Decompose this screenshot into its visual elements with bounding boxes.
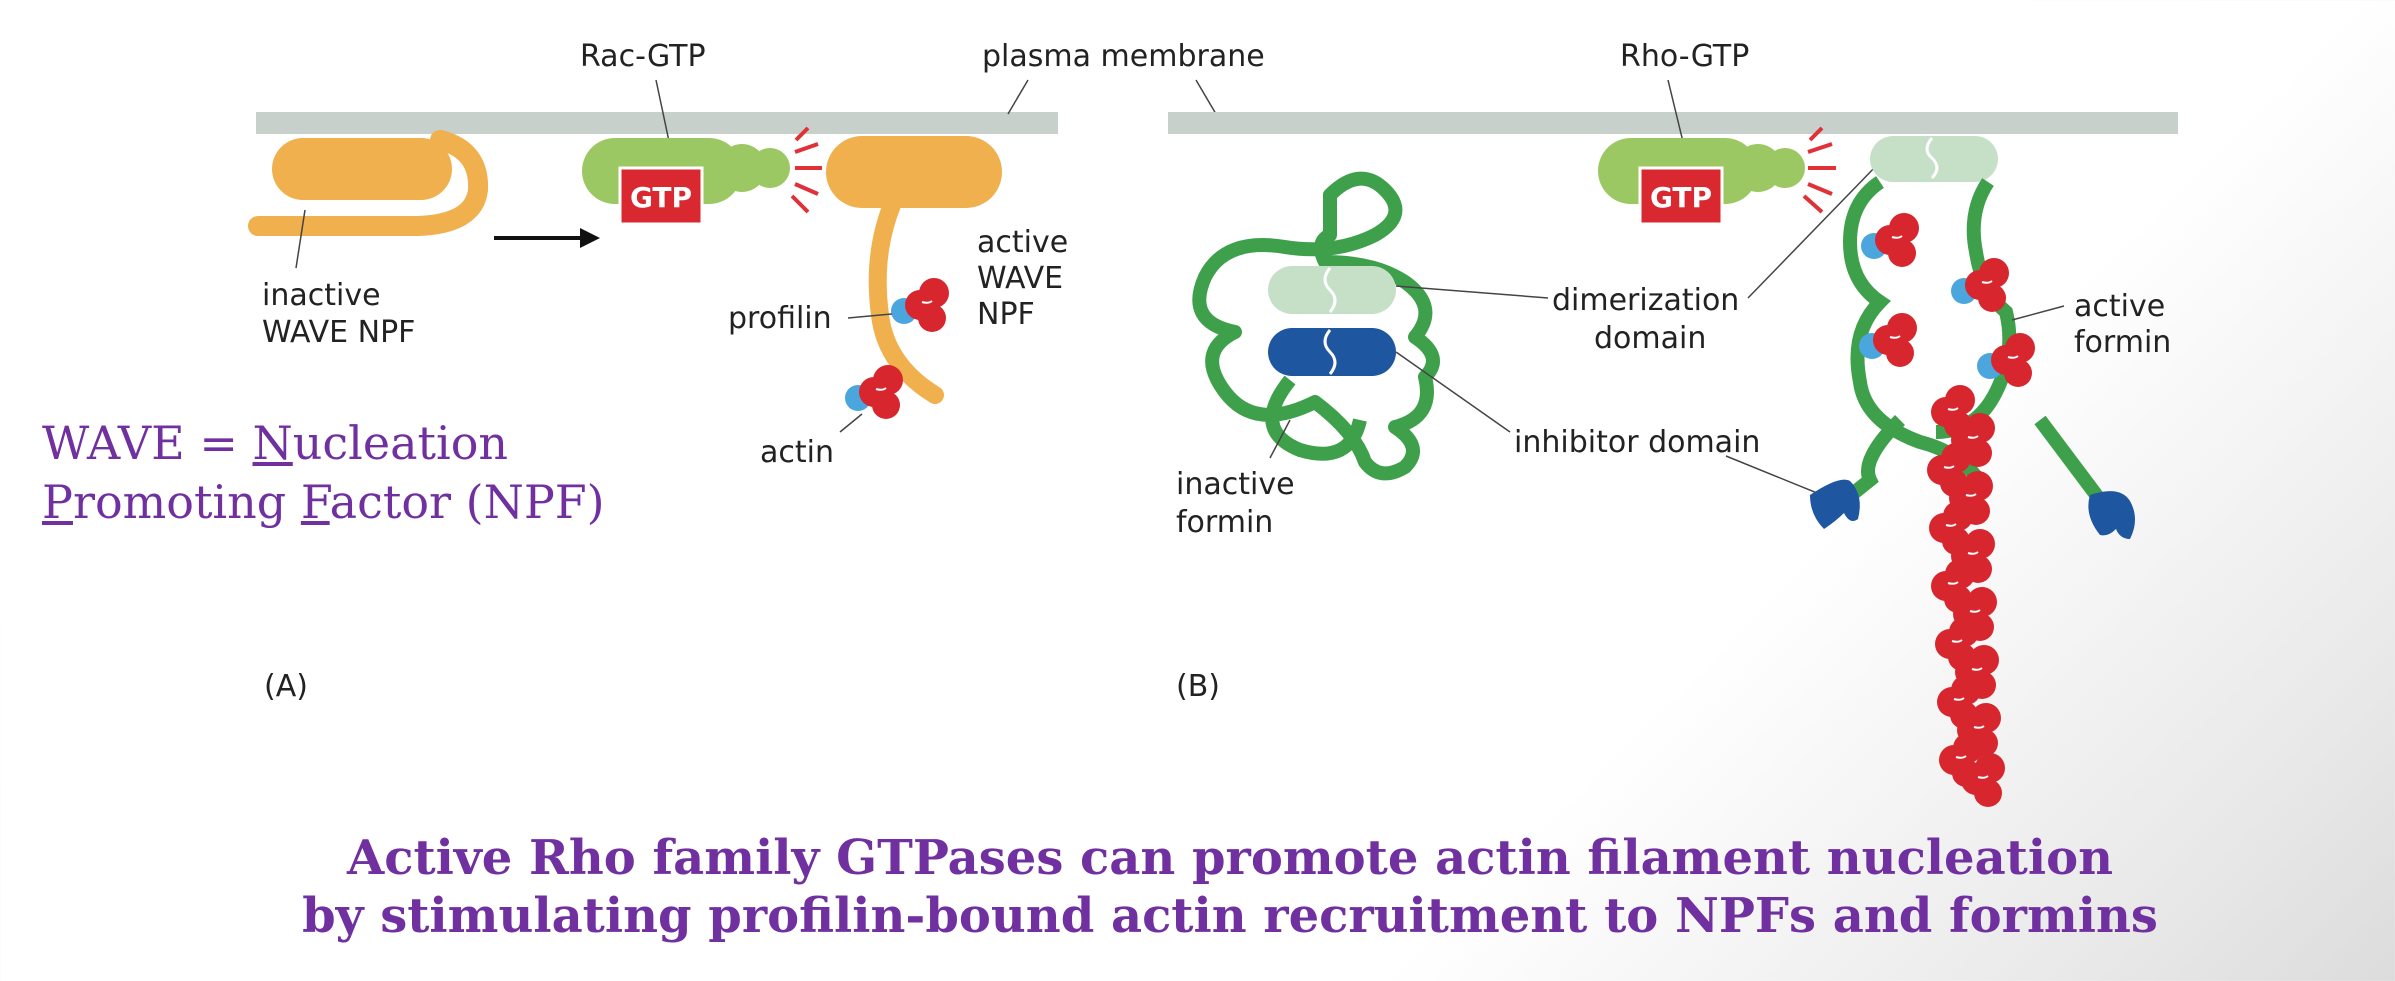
caption-line-2: by stimulating profilin-bound actin recr… [302,888,2158,944]
plasma-membrane-b [1168,112,2178,134]
caption-line-1: Active Rho family GTPases can promote ac… [347,830,2113,886]
activation-burst-a [790,126,822,214]
definition-line-2: Promoting Factor (NPF) [42,475,605,529]
actin-label: actin [760,435,834,470]
leader-rho-gtp [1667,79,1685,147]
definition-line-1: WAVE = Nucleation [42,416,509,470]
inactive-formin-label-2: formin [1176,505,1273,540]
active-wave-label-1: active [977,225,1068,260]
rac-gtp: GTP [582,138,790,226]
panel-b-label: (B) [1176,669,1220,704]
activation-arrow [494,228,600,248]
leader-membrane-b [1195,79,1217,115]
rac-gtp-label: Rac-GTP [580,39,706,74]
leader-rac-gtp [655,79,671,147]
leader-inhibitor-1 [1395,351,1511,433]
gtp-badge-a: GTP [630,181,692,214]
leader-active-formin [2011,305,2065,321]
panel-a-label: (A) [264,669,308,704]
active-formin [1810,136,2135,539]
gtp-badge-b: GTP [1650,181,1712,214]
profilin-label: profilin [728,301,832,336]
inactive-formin-label-1: inactive [1176,467,1295,502]
inactive-wave-label-2: WAVE NPF [262,315,415,350]
active-formin-label-2: formin [2074,325,2171,360]
leader-actin [839,413,863,433]
rho-gtp: GTP [1598,138,1805,226]
rho-gtp-label: Rho-GTP [1620,39,1749,74]
active-wave-label-2: WAVE [977,261,1063,296]
leader-inactive-formin [1269,419,1291,459]
leader-profilin [847,313,893,319]
inhibitor-domain-label: inhibitor domain [1514,425,1760,460]
inactive-formin [1192,171,1440,481]
dimerization-label-1: dimerization [1552,283,1739,318]
activation-burst-b [1802,126,1836,214]
formin-profilin-actin-1 [1861,213,1919,267]
active-formin-label-1: active [2074,289,2165,324]
dimerization-label-2: domain [1594,321,1706,356]
profilin-actin-2 [845,365,903,419]
inactive-wave-label-1: inactive [262,278,381,313]
wave-definition: WAVE = Nucleation Promoting Factor (NPF) [42,414,605,532]
profilin-actin-1 [891,278,949,332]
leader-dimerization-1 [1395,285,1549,299]
plasma-membrane-label: plasma membrane [982,39,1265,74]
leader-dimerization-2 [1747,163,1879,299]
leader-inactive-wave [295,209,306,269]
active-wave-label-3: NPF [977,297,1035,332]
active-wave-npf [826,136,1002,404]
inactive-wave-npf [248,130,489,236]
plasma-membrane-a [256,112,1058,134]
panel-a: inactive WAVE NPF Rac-GTP GTP [248,39,1068,704]
panel-b: inactive formin dimerization domain inhi… [1168,39,2178,808]
leader-membrane-a [1007,79,1029,115]
